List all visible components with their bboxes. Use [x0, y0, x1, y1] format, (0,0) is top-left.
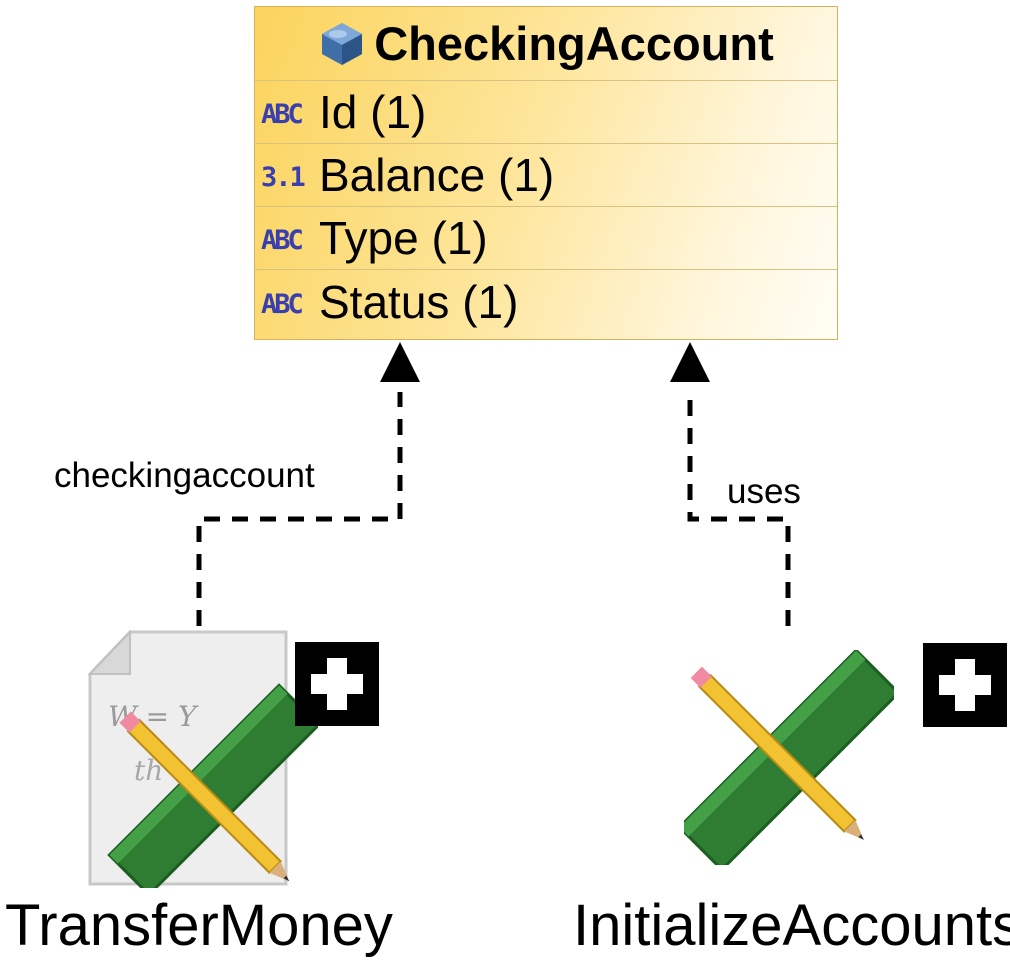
attribute-label: Balance (1): [319, 149, 555, 201]
class-box-checking-account[interactable]: CheckingAccount ABC Id (1) 3.1 Balance (…: [254, 6, 838, 340]
attribute-row-status[interactable]: ABC Status (1): [255, 270, 837, 333]
expand-button-initializeaccounts[interactable]: [923, 643, 1007, 727]
expand-button-transfermoney[interactable]: [295, 642, 379, 726]
attribute-row-id[interactable]: ABC Id (1): [255, 81, 837, 144]
node-label-transfermoney: TransferMoney: [5, 893, 393, 958]
arrowhead-left: [380, 342, 420, 382]
svg-text:ABC: ABC: [261, 225, 303, 252]
attribute-row-type[interactable]: ABC Type (1): [255, 207, 837, 270]
svg-text:3.1: 3.1: [261, 162, 305, 189]
svg-text:ABC: ABC: [261, 289, 303, 316]
string-type-icon: ABC: [261, 225, 306, 252]
class-cube-icon: [322, 22, 363, 65]
attribute-row-balance[interactable]: 3.1 Balance (1): [255, 144, 837, 207]
edge-checkingaccount[interactable]: [196, 342, 420, 626]
edge-uses[interactable]: [670, 342, 791, 626]
attribute-label: Status (1): [319, 275, 519, 328]
attribute-label: Type (1): [319, 212, 488, 264]
string-type-icon: ABC: [261, 289, 306, 316]
edge-label-checkingaccount: checkingaccount: [54, 456, 315, 495]
svg-text:W = Y: W = Y: [108, 700, 199, 733]
arrowhead-right: [670, 342, 710, 382]
decimal-type-icon: 3.1: [261, 162, 307, 189]
class-header: CheckingAccount: [255, 7, 837, 81]
node-label-initializeaccounts: InitializeAccounts: [573, 893, 1010, 958]
svg-text:ABC: ABC: [261, 99, 303, 126]
formula-document-ruler-pencil-icon[interactable]: W = Y th: [86, 630, 318, 888]
ruler-pencil-icon[interactable]: [684, 650, 894, 865]
string-type-icon: ABC: [261, 99, 306, 126]
class-title: CheckingAccount: [374, 17, 774, 70]
edge-label-uses: uses: [727, 472, 801, 511]
attribute-label: Id (1): [319, 86, 427, 138]
